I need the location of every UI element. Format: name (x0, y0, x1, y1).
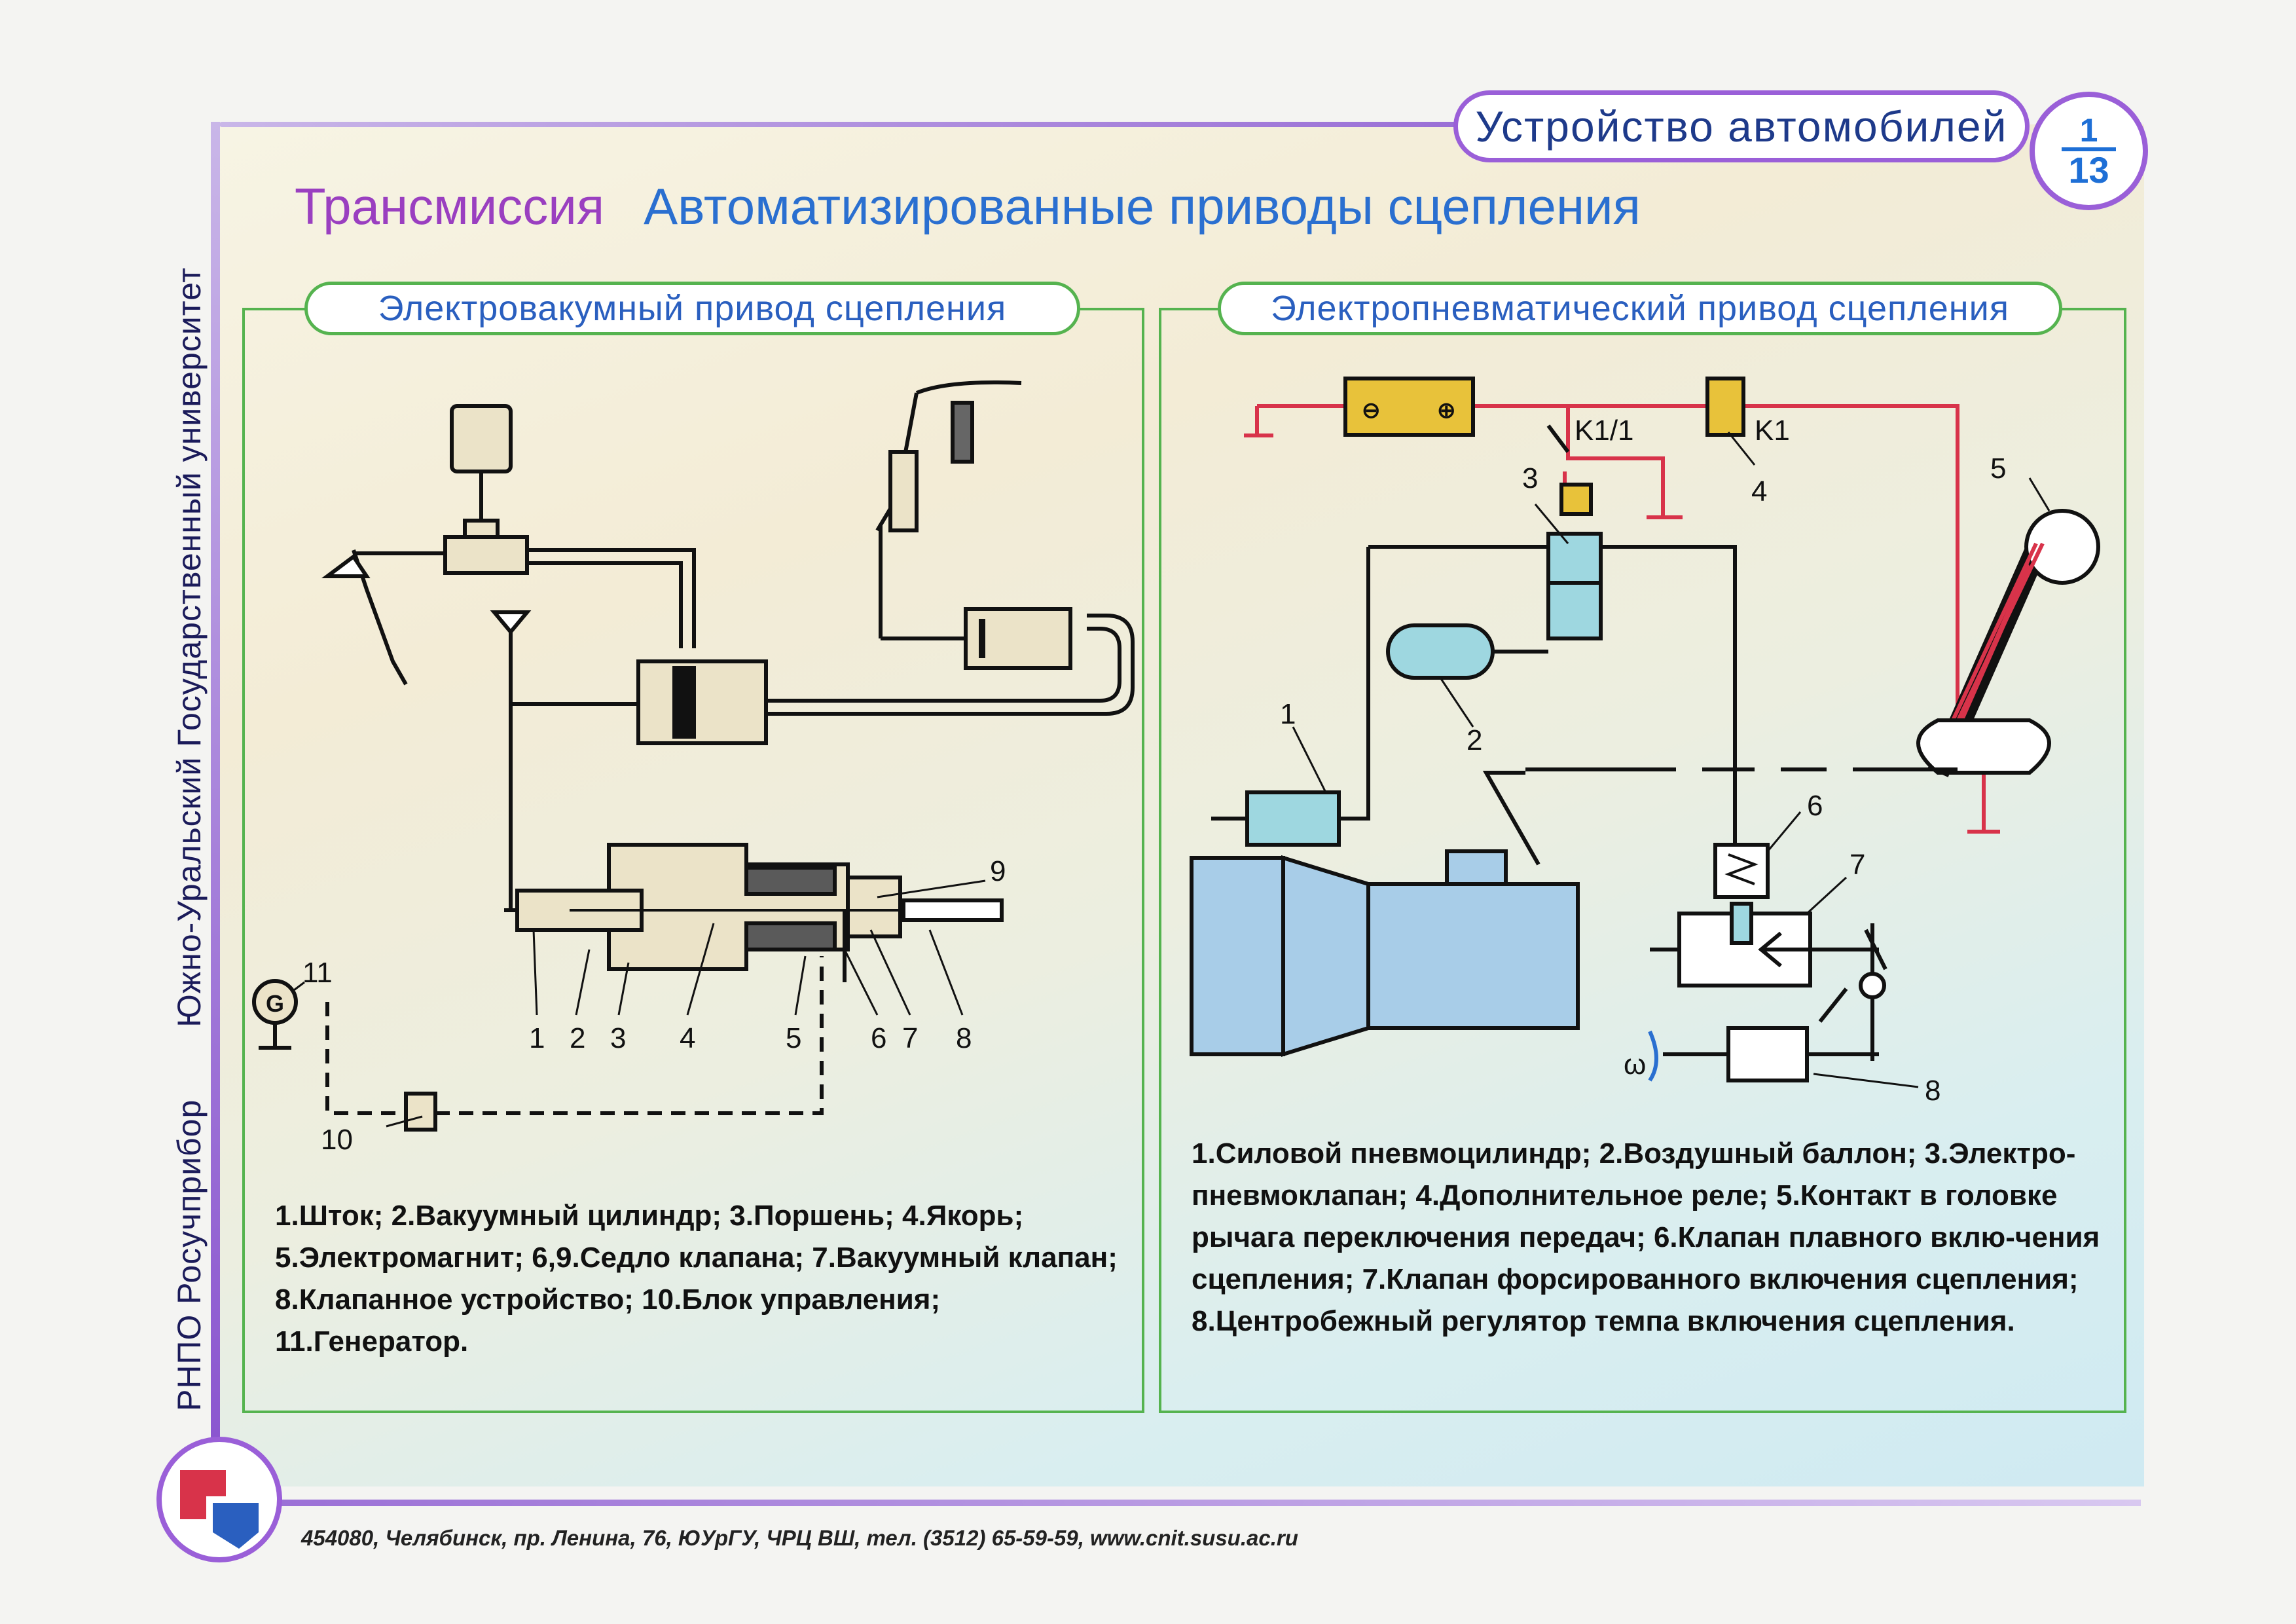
vacuum-reservoir (450, 404, 513, 539)
callout-r8: 8 (1925, 1075, 1941, 1107)
left-leader-lines (291, 879, 986, 1128)
left-panel-title: Электровакумный привод сцепления (304, 282, 1080, 335)
publisher-logo (156, 1437, 282, 1562)
callout-r6: 6 (1807, 790, 1823, 822)
callout-8: 8 (956, 1022, 972, 1054)
callout-1: 1 (529, 1022, 545, 1054)
frame-bottom-line (249, 1500, 2141, 1506)
callout-6: 6 (871, 1022, 886, 1054)
section-title: Трансмиссия (295, 177, 605, 235)
page-number: 1 (2079, 111, 2098, 149)
gear-lever (1916, 509, 2100, 777)
course-title: Устройство автомобилей (1475, 102, 2008, 151)
callout-11: 11 (302, 957, 333, 989)
control-unit-wire (435, 956, 824, 1115)
right-legend: 1.Силовой пневмоцилиндр; 2.Воздушный бал… (1192, 1137, 2100, 1337)
rotation-arrow (1648, 1030, 1658, 1082)
vacuum-hose (527, 548, 696, 648)
callout-7: 7 (902, 1022, 918, 1054)
callout-5: 5 (786, 1022, 801, 1054)
relay-label: K1 (1755, 415, 1790, 447)
hose-to-release (766, 627, 1121, 703)
relay-contact-label: K1/1 (1575, 415, 1634, 447)
course-title-pill: Устройство автомобилей (1453, 90, 2030, 162)
gearbox (1366, 882, 1580, 1030)
callout-2: 2 (570, 1022, 585, 1054)
background-gradient (219, 124, 2144, 1486)
solenoid-coil (1559, 483, 1593, 516)
electro-pneumatic-valve (1546, 532, 1603, 640)
vacuum-valve-assembly (504, 843, 1004, 982)
callout-r3: 3 (1522, 462, 1538, 494)
omega-symbol: ω (1624, 1048, 1646, 1080)
air-tank (1386, 623, 1495, 680)
pivot-support (321, 553, 371, 578)
callout-4: 4 (680, 1022, 695, 1054)
frame-left-line (211, 122, 220, 1451)
page-heading: Трансмиссия Автоматизированные приводы сц… (295, 177, 1641, 236)
page-counter: 1 13 (2030, 92, 2148, 210)
relay-k1 (1705, 377, 1745, 437)
right-callout-labels: 1 2 3 4 5 6 7 8 K1/1 K1 ω ⊖ ⊕ (1280, 398, 2006, 1107)
callout-3: 3 (610, 1022, 626, 1054)
callout-r5: 5 (1990, 452, 2006, 485)
release-fork (1482, 771, 1540, 866)
bellhousing (1281, 855, 1370, 1058)
power-cylinder (1245, 790, 1341, 847)
generator-wire (325, 1002, 406, 1115)
servo-cylinder (636, 659, 768, 745)
left-legend: 1.Шток; 2.Вакуумный цилиндр; 3.Поршень; … (275, 1200, 1118, 1357)
callout-r4: 4 (1751, 475, 1767, 507)
footer-address: 454080, Челябинск, пр. Ленина, 76, ЮУрГУ… (301, 1526, 1298, 1550)
servo-piston (672, 666, 696, 739)
battery-plus-symbol: ⊕ (1437, 398, 1456, 423)
centrifugal-regulator (1726, 1026, 1809, 1082)
callout-r1: 1 (1280, 698, 1296, 730)
callout-9: 9 (990, 855, 1006, 887)
control-unit (404, 1092, 437, 1132)
electro-pneumatic-diagram (1190, 377, 2100, 1088)
battery (1343, 377, 1475, 437)
smooth-engagement-valve (1713, 843, 1770, 899)
relay-contact-k11 (1546, 424, 1570, 453)
callout-r7: 7 (1850, 849, 1865, 881)
battery-minus-symbol: ⊖ (1362, 398, 1381, 423)
generator-symbol: G (266, 990, 284, 1017)
page-total: 13 (2062, 147, 2116, 189)
frame-top-line (219, 122, 1463, 127)
right-leader-lines (1292, 432, 2050, 1088)
clutch-housing (1190, 856, 1285, 1056)
pedal-stop (951, 401, 974, 464)
right-panel-title: Электропневматический привод сцепления (1218, 282, 2062, 335)
valve-block (443, 535, 529, 575)
left-callout-labels: 1 2 3 4 5 6 7 8 9 10 11 G (266, 855, 1006, 1156)
topic-title: Автоматизированные приводы сцепления (644, 177, 1641, 235)
callout-10: 10 (321, 1124, 353, 1156)
callout-r2: 2 (1467, 724, 1482, 756)
electro-vacuum-diagram (252, 380, 1135, 1132)
